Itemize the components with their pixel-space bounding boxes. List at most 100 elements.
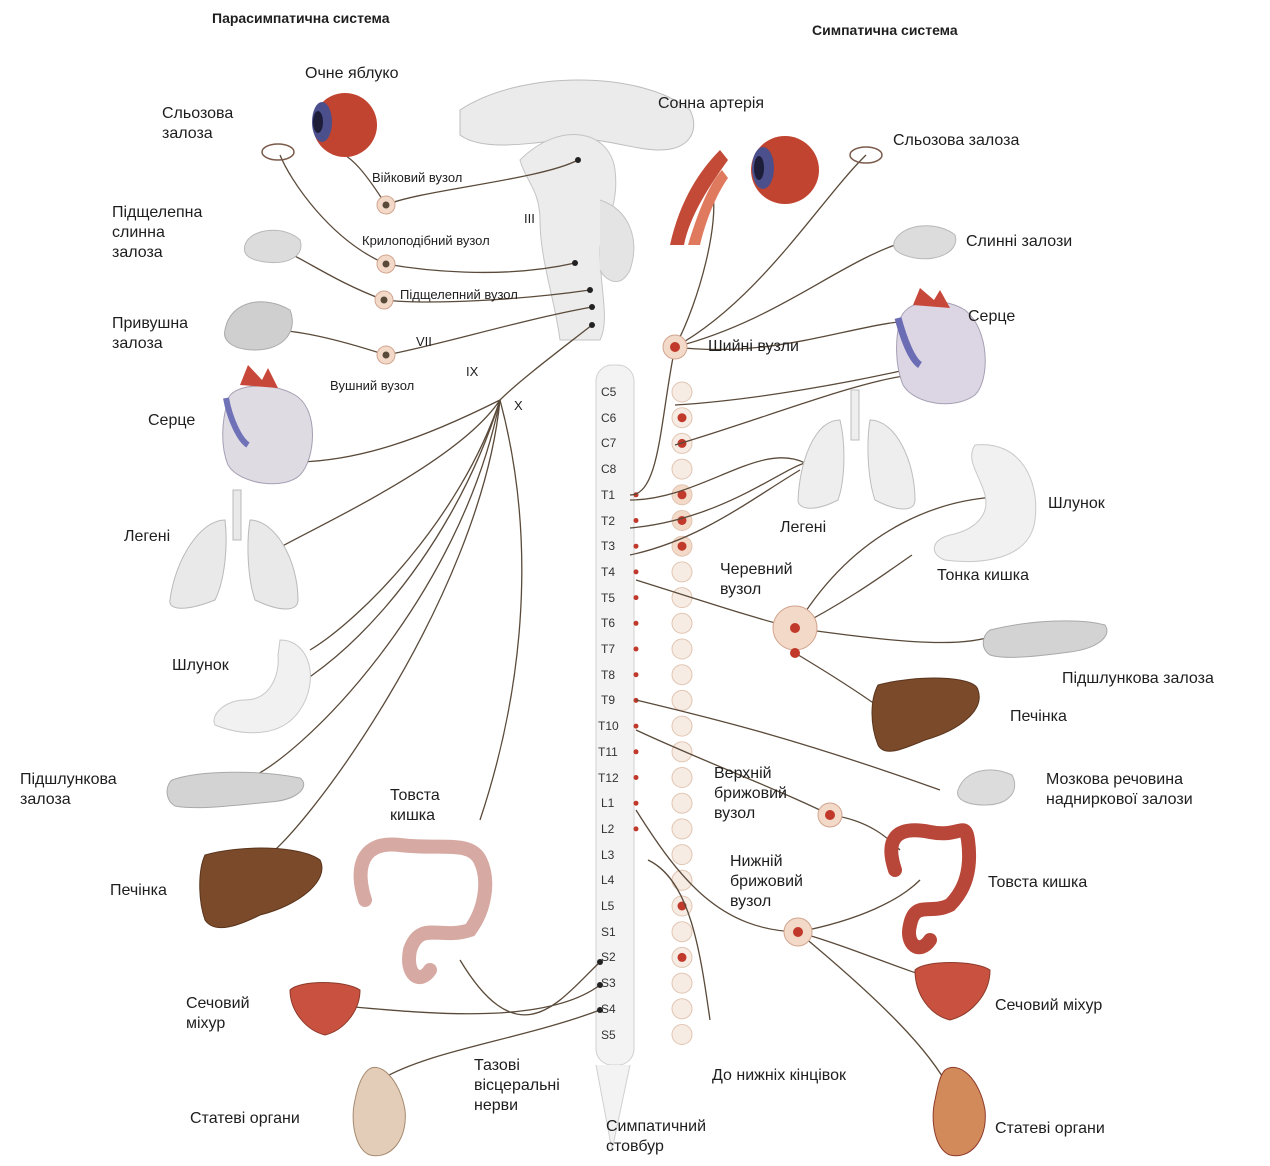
salivary-glands-right-icon: [894, 226, 956, 259]
spinal-segment-l2: L2: [601, 822, 614, 836]
preganglionic-origin: [634, 672, 639, 677]
label-small-intestine: Тонка кишка: [937, 566, 1029, 586]
preganglionic-origin: [634, 595, 639, 600]
spinal-segment-t1: T1: [601, 488, 615, 502]
spinal-segment-l5: L5: [601, 899, 614, 913]
trunk-ganglion: [672, 613, 692, 633]
label-otic-ganglion: Вушний вузол: [330, 378, 414, 394]
pancreas-right-icon: [983, 621, 1107, 657]
bladder-left-icon: [290, 983, 360, 1036]
label-pelvic-nerves: Тазові вісцеральні нерви: [474, 1056, 560, 1116]
colon-left-icon: [361, 844, 486, 977]
label-liver-right: Печінка: [1010, 707, 1067, 727]
label-bladder-left: Сечовий міхур: [186, 994, 250, 1034]
heart-left-icon: [223, 365, 313, 484]
label-inf-mesenteric: Нижній брижовий вузол: [730, 852, 803, 912]
spinal-segment-t9: T9: [601, 693, 615, 707]
liver-left-icon: [200, 848, 322, 928]
spinal-segment-s5: S5: [601, 1028, 616, 1042]
label-cervical-ganglia: Шийні вузли: [708, 337, 799, 357]
label-salivary-right: Слинні залози: [966, 232, 1072, 252]
preganglionic-origin: [634, 518, 639, 523]
label-lungs-left: Легені: [124, 527, 170, 547]
spinal-segment-t4: T4: [601, 565, 615, 579]
lungs-left-icon: [170, 490, 298, 609]
spinal-segment-t10: T10: [598, 719, 619, 733]
label-sympathetic-trunk: Симпатичний стовбур: [606, 1117, 706, 1157]
label-pancreas-left: Підшлункова залоза: [20, 770, 117, 810]
trunk-ganglion-synapse: [678, 413, 687, 422]
parotid-gland-left-icon: [225, 302, 293, 350]
adrenal-gland-right-icon: [958, 770, 1015, 805]
label-adrenal-medulla: Мозкова речовина надниркової залози: [1046, 770, 1193, 810]
trunk-ganglion: [672, 742, 692, 762]
label-lungs-right: Легені: [780, 518, 826, 538]
label-bladder-right: Сечовий міхур: [995, 996, 1102, 1016]
label-liver-left: Печінка: [110, 881, 167, 901]
spinal-segment-t7: T7: [601, 642, 615, 656]
liver-right-icon: [872, 678, 979, 751]
stomach-left-icon: [214, 640, 310, 733]
preganglionic-origin: [634, 826, 639, 831]
eyeball-left-icon: [312, 93, 377, 157]
trunk-ganglion: [672, 819, 692, 839]
preganglionic-origin: [634, 544, 639, 549]
label-colon-right: Товста кишка: [988, 873, 1087, 893]
label-pancreas-right: Підшлункова залоза: [1062, 669, 1214, 689]
spinal-segment-t11: T11: [598, 745, 618, 759]
label-lacrimal-left: Сльозова залоза: [162, 104, 233, 144]
eyeball-right-icon: [751, 136, 819, 204]
bladder-right-icon: [915, 963, 990, 1021]
sympathetic-trunk: [634, 382, 693, 1045]
label-celiac-ganglion: Черевний вузол: [720, 560, 793, 600]
trunk-ganglion: [672, 1025, 692, 1045]
sympathetic-title: Симпатична система: [812, 20, 958, 40]
spinal-segment-t12: T12: [598, 771, 619, 785]
spinal-segment-t2: T2: [601, 514, 615, 528]
spinal-segment-t8: T8: [601, 668, 615, 682]
preganglionic-origin: [634, 724, 639, 729]
label-pterygopalatine-ganglion: Крилоподібний вузол: [362, 233, 490, 249]
lungs-right-icon: [798, 390, 915, 509]
trunk-ganglion: [672, 588, 692, 608]
pancreas-left-icon: [167, 772, 304, 807]
trunk-ganglion: [672, 459, 692, 479]
spinal-segment-t5: T5: [601, 591, 615, 605]
trunk-ganglion: [672, 562, 692, 582]
trunk-ganglion: [672, 639, 692, 659]
trunk-ganglion: [672, 999, 692, 1019]
stomach-right-icon: [934, 445, 1035, 562]
colon-right-icon: [891, 830, 969, 947]
spinal-segment-c5: C5: [601, 385, 616, 399]
label-submandibular-ganglion: Підщелепний вузол: [400, 287, 518, 303]
genitals-left-icon: [353, 1067, 405, 1155]
spinal-segment-l3: L3: [601, 848, 614, 862]
preganglionic-origin: [634, 801, 639, 806]
cranial-nerve-iii: III: [524, 209, 535, 229]
label-heart-left: Серце: [148, 411, 195, 431]
genitals-right-icon: [933, 1067, 985, 1155]
trunk-ganglion: [672, 768, 692, 788]
trunk-ganglion: [672, 716, 692, 736]
trunk-ganglion: [672, 973, 692, 993]
label-colon-left: Товста кишка: [390, 786, 440, 826]
trunk-ganglion-synapse: [678, 542, 687, 551]
carotid-artery-icon: [670, 150, 728, 245]
label-lower-limbs: До нижніх кінцівок: [712, 1066, 846, 1086]
trunk-ganglion: [672, 382, 692, 402]
spinal-segment-t3: T3: [601, 539, 615, 553]
spinal-segment-t6: T6: [601, 616, 615, 630]
preganglionic-origin: [634, 569, 639, 574]
submandibular-gland-left-icon: [244, 230, 301, 262]
label-genitals-left: Статеві органи: [190, 1109, 300, 1129]
trunk-ganglion: [672, 665, 692, 685]
preganglionic-origin: [634, 647, 639, 652]
trunk-ganglion: [672, 922, 692, 942]
cranial-nerve-ix: IX: [466, 362, 478, 382]
parasympathetic-title: Парасимпатична система: [212, 8, 390, 28]
label-submandibular-gland: Підщелепна слинна залоза: [112, 203, 202, 263]
label-lacrimal-right: Сльозова залоза: [893, 131, 1019, 151]
cranial-nerve-x: X: [514, 396, 523, 416]
heart-right-icon: [897, 288, 986, 404]
